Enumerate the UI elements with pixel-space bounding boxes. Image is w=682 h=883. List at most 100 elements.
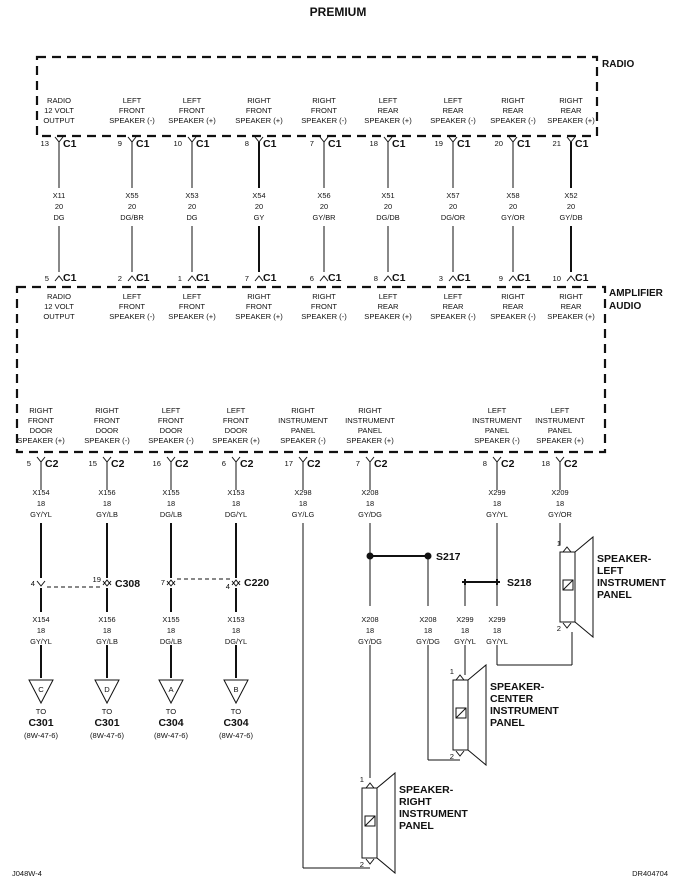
amp-output-terminal-label: DOOR <box>160 426 183 435</box>
s217-label: S217 <box>436 551 461 563</box>
output-wire-label-line-3: DG/LB <box>160 510 182 519</box>
amp-output-terminal-label: DOOR <box>30 426 53 435</box>
offpage-triangle <box>94 679 120 705</box>
amp-output-terminal-label: LEFT <box>162 406 181 415</box>
lower-wire-label-line-2: 18 <box>103 626 111 635</box>
radio-terminal-label: LEFT <box>183 96 202 105</box>
c220-pin-a: 7 <box>161 578 165 587</box>
amp-input-terminal-label: REAR <box>377 302 399 311</box>
amp-output-pin-number: 18 <box>542 459 550 468</box>
amp-output-terminal-label: SPEAKER (+) <box>346 436 394 445</box>
s218-left-wire-label-line-2: 18 <box>461 626 469 635</box>
speaker-pin2-number: 2 <box>557 624 561 633</box>
radio-terminal-chevron <box>383 136 393 143</box>
radio-connector-name: C1 <box>575 138 589 150</box>
amp-input-chevron <box>319 275 329 282</box>
c220-chevron-d <box>231 580 241 587</box>
amp-output-terminal-label: SPEAKER (+) <box>212 436 260 445</box>
radio-pin-number: 20 <box>495 139 503 148</box>
speaker-name-line: PANEL <box>490 717 525 729</box>
s218-right-wire-label-line-2: 18 <box>493 626 501 635</box>
amp-input-terminal-label: 12 VOLT <box>44 302 74 311</box>
footer-right-code: DR404704 <box>632 869 668 878</box>
radio-terminal-label: SPEAKER (-) <box>109 116 155 125</box>
c308-chevron-a <box>36 580 46 587</box>
s217-left-wire-label-line-1: X208 <box>361 615 378 624</box>
radio-wire-label-line-3: DG <box>186 213 197 222</box>
radio-pin-number: 8 <box>245 139 249 148</box>
radio-connector-name: C1 <box>136 138 150 150</box>
output-wire-label-line-3: DG/YL <box>225 510 247 519</box>
output-wire-label-line-2: 18 <box>556 499 564 508</box>
radio-terminal-label: FRONT <box>119 106 146 115</box>
radio-terminal-label: SPEAKER (+) <box>168 116 216 125</box>
wire-label-background <box>176 188 208 226</box>
amp-input-connector-name: C1 <box>63 272 77 284</box>
amp-output-terminal-label: SPEAKER (-) <box>474 436 520 445</box>
amp-input-connector-name: C1 <box>517 272 531 284</box>
offpage-reference: (8W-47-6) <box>90 731 125 740</box>
speaker-name-line: SPEAKER- <box>490 681 545 693</box>
wire-label-background <box>243 188 275 226</box>
radio-terminal-label: REAR <box>377 106 399 115</box>
output-wire-label-line-3: GY/OR <box>548 510 572 519</box>
radio-terminal-label: SPEAKER (+) <box>235 116 283 125</box>
radio-terminal-label: SPEAKER (-) <box>430 116 476 125</box>
lower-wire-label-line-1: X155 <box>162 615 179 624</box>
radio-wire-label-line-2: 20 <box>567 202 575 211</box>
amp-input-pin-number: 10 <box>553 274 561 283</box>
radio-wire-label-line-1: X55 <box>125 191 138 200</box>
radio-label: RADIO <box>602 59 634 70</box>
s218-plus-left <box>462 579 468 585</box>
amp-output-connector-name: C2 <box>307 458 321 470</box>
radio-terminal-label: SPEAKER (-) <box>490 116 536 125</box>
amp-output-chevron <box>492 456 502 463</box>
radio-wire-label-line-3: GY/DB <box>560 213 583 222</box>
output-wire-label-line-2: 18 <box>366 499 374 508</box>
radio-pin-number: 7 <box>310 139 314 148</box>
output-wire-label-line-3: GY/DG <box>358 510 382 519</box>
amp-input-terminal-label: SPEAKER (+) <box>547 312 595 321</box>
speaker-name-line: INSTRUMENT <box>597 577 666 589</box>
amp-input-connector-name: C1 <box>328 272 342 284</box>
speaker-right-instrument-panel <box>361 771 396 875</box>
radio-wire-label-line-1: X57 <box>446 191 459 200</box>
radio-terminal-label: REAR <box>502 106 524 115</box>
amp-input-terminal-label: RIGHT <box>247 292 271 301</box>
speaker-name-line: PANEL <box>597 589 632 601</box>
amp-output-terminal-label: INSTRUMENT <box>535 416 585 425</box>
wire-label-background <box>372 188 404 226</box>
radio-wire-label-line-1: X53 <box>185 191 198 200</box>
radio-connector-name: C1 <box>517 138 531 150</box>
amplifier-label-1: AMPLIFIER <box>609 288 664 299</box>
wire-label-background <box>308 188 340 226</box>
amp-input-chevron <box>448 275 458 282</box>
speaker-name-line: CENTER <box>490 693 534 705</box>
amp-input-terminal-label: OUTPUT <box>43 312 75 321</box>
offpage-connector: C301 <box>94 717 119 729</box>
amp-output-terminal-label: LEFT <box>488 406 507 415</box>
wire-label-background <box>116 188 148 226</box>
s218-label: S218 <box>507 577 532 589</box>
amp-output-terminal-label: FRONT <box>94 416 121 425</box>
radio-terminal-label: 12 VOLT <box>44 106 74 115</box>
amp-output-terminal-label: DOOR <box>225 426 248 435</box>
amp-input-chevron <box>127 275 137 282</box>
output-wire-label-line-2: 18 <box>167 499 175 508</box>
s218-left-wire-label-line-1: X299 <box>456 615 473 624</box>
s217-dot-left <box>366 552 374 560</box>
offpage-connector: C304 <box>223 717 248 729</box>
amp-input-pin-number: 8 <box>374 274 378 283</box>
radio-wire-label-line-2: 20 <box>320 202 328 211</box>
amp-input-terminal-label: SPEAKER (+) <box>235 312 283 321</box>
radio-terminal-label: RIGHT <box>247 96 271 105</box>
radio-terminal-label: SPEAKER (+) <box>547 116 595 125</box>
amp-output-terminal-label: RIGHT <box>291 406 315 415</box>
speaker-name-line: PANEL <box>399 820 434 832</box>
amp-input-terminal-label: SPEAKER (-) <box>490 312 536 321</box>
radio-terminal-label: RIGHT <box>501 96 525 105</box>
radio-terminal-chevron <box>566 136 576 143</box>
amp-output-terminal-label: PANEL <box>485 426 509 435</box>
